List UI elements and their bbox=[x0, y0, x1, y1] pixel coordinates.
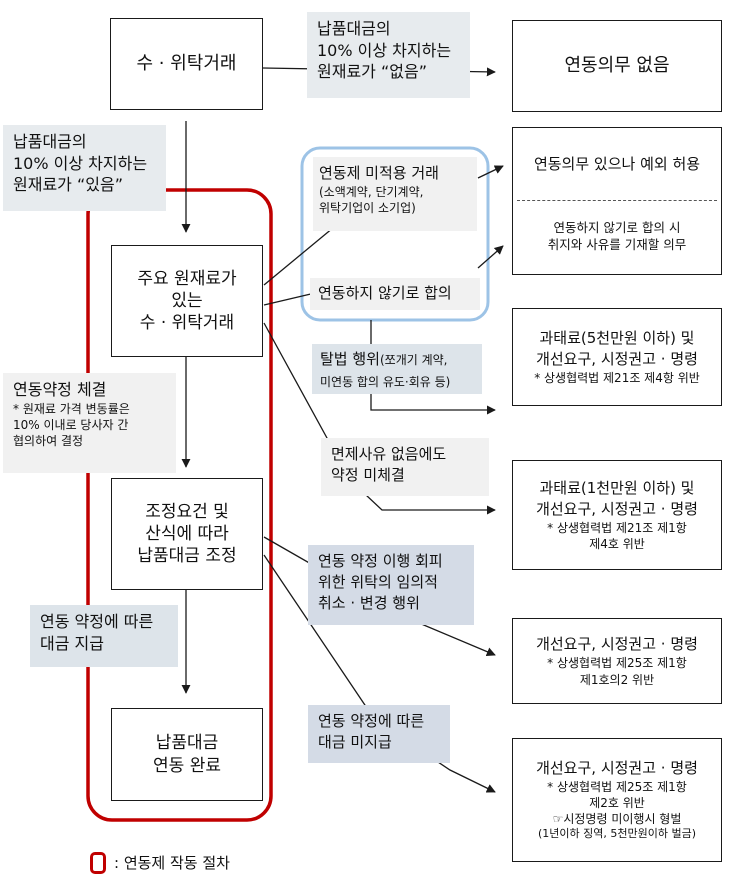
adjust-box: 조정요건 및 산식에 따라 납품대금 조정 bbox=[111, 478, 263, 590]
fine1-box: 과태료(5천만원 이하) 및 개선요구, 시정권고 · 명령 * 상생협력법 제… bbox=[512, 308, 722, 406]
rec1-box: 개선요구, 시정권고 · 명령 * 상생협력법 제25조 제1항 제1호의2 위… bbox=[512, 618, 722, 704]
rec2-title: 개선요구, 시정권고 · 명령 bbox=[536, 758, 698, 777]
not-applied-label: 연동제 미적용 거래 (소액계약, 단기계약, 위탁기업이 소기업) bbox=[313, 157, 477, 231]
agree-not-label: 연동하지 않기로 합의 bbox=[310, 278, 480, 310]
rec2-law: * 상생협력법 제25조 제1항 제2호 위반 bbox=[547, 779, 687, 810]
rec1-law: * 상생협력법 제25조 제1항 제1호의2 위반 bbox=[547, 656, 687, 687]
legend-swatch bbox=[90, 852, 106, 874]
evasion-title: 탈법 행위 bbox=[320, 350, 380, 368]
subcontract-box: 수 · 위탁거래 bbox=[110, 18, 263, 110]
fine1-title: 과태료(5천만원 이하) 및 개선요구, 시정권고 · 명령 bbox=[536, 328, 698, 368]
not-applied-title: 연동제 미적용 거래 bbox=[319, 164, 439, 182]
fine1-law: * 상생협력법 제21조 제4항 위반 bbox=[534, 370, 700, 385]
no-obligation-box: 연동의무 없음 bbox=[512, 20, 722, 112]
contract-title: 연동약정 체결 bbox=[13, 380, 107, 399]
contract-detail: * 원재료 가격 변동률은 10% 이내로 당사자 간 협의하여 결정 bbox=[13, 401, 130, 448]
evasion-label: 탈법 행위(쪼개기 계약, 미연동 합의 유도·회유 등) bbox=[312, 344, 482, 394]
no-material-label: 납품대금의 10% 이상 차지하는 원재료가 “없음” bbox=[307, 12, 470, 98]
exception-note-text: 연동하지 않기로 합의 시 취지와 사유를 기재할 의무 bbox=[547, 220, 687, 252]
fine2-law: * 상생협력법 제21조 제1항 제4호 위반 bbox=[547, 520, 687, 551]
evasion-detail: (쪼개기 계약, 미연동 합의 유도·회유 등) bbox=[320, 353, 451, 389]
contract-label: 연동약정 체결 * 원재료 가격 변동률은 10% 이내로 당사자 간 협의하여… bbox=[3, 373, 176, 473]
legend-text: : 연동제 작동 절차 bbox=[114, 854, 230, 872]
fine2-box: 과태료(1천만원 이하) 및 개선요구, 시정권고 · 명령 * 상생협력법 제… bbox=[512, 460, 722, 570]
exception-allowed-text: 연동의무 있으나 예외 허용 bbox=[533, 154, 701, 173]
procedure-outline bbox=[86, 188, 273, 822]
rec2-penalty-detail: (1년이하 징역, 5천만원이하 벌금) bbox=[537, 827, 696, 841]
not-applied-detail: (소액계약, 단기계약, 위탁기업이 소기업) bbox=[319, 185, 424, 216]
unpaid-label: 연동 약정에 따른 대금 미지급 bbox=[308, 705, 450, 763]
exception-outline bbox=[300, 146, 490, 322]
fine2-title: 과태료(1천만원 이하) 및 개선요구, 시정권고 · 명령 bbox=[536, 478, 698, 518]
has-material-label: 납품대금의 10% 이상 차지하는 원재료가 “있음” bbox=[3, 125, 166, 211]
arrow-to-exception-allowed bbox=[477, 165, 504, 179]
rec1-title: 개선요구, 시정권고 · 명령 bbox=[536, 635, 698, 654]
pay-label: 연동 약정에 따른 대금 지급 bbox=[30, 605, 178, 667]
rec2-penalty: ☞시정명령 미이행시 형벌 bbox=[552, 812, 682, 827]
complete-box: 납품대금 연동 완료 bbox=[111, 708, 263, 801]
exception-box: 연동의무 있으나 예외 허용 연동하지 않기로 합의 시 취지와 사유를 기재할… bbox=[512, 127, 722, 275]
arrow-to-exception-note bbox=[477, 245, 504, 269]
exception-divider bbox=[517, 200, 717, 201]
rec2-box: 개선요구, 시정권고 · 명령 * 상생협력법 제25조 제1항 제2호 위반 … bbox=[512, 738, 722, 862]
line-to-agree-not bbox=[263, 292, 316, 306]
no-exemption-label: 면제사유 없음에도 약정 미체결 bbox=[321, 438, 489, 496]
major-material-box: 주요 원재료가 있는 수 · 위탁거래 bbox=[111, 245, 263, 357]
avoid-label: 연동 약정 이행 회피 위한 위탁의 임의적 취소 · 변경 행위 bbox=[308, 545, 474, 625]
